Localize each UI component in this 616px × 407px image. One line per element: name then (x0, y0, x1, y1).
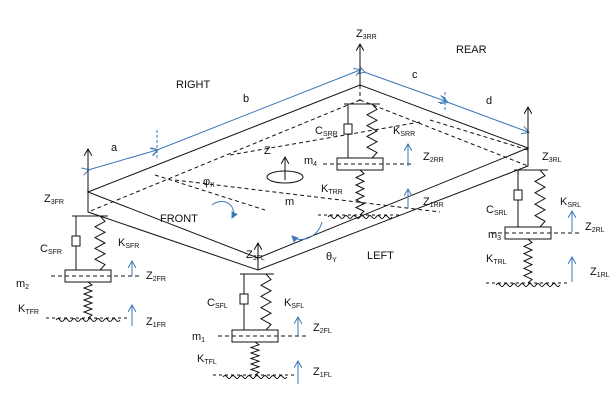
unit-front-left: m1 CSFL KSFL KTFL Z2FL Z1FL (192, 273, 332, 384)
roll-rotation-arrow (211, 201, 238, 219)
fl-z2-label: Z2FL (313, 322, 332, 335)
rr-tire-label: KTRR (321, 183, 343, 196)
rr-z2-label: Z2RR (423, 151, 444, 164)
dimension-c-line (364, 72, 445, 101)
rr-damper (343, 104, 353, 158)
fl-road-profile (222, 375, 288, 379)
rl-z1-label: Z1RL (590, 266, 610, 279)
label-a: a (111, 142, 118, 154)
fr-tire-spring (82, 281, 94, 319)
fl-z1-label: Z1FL (313, 366, 332, 379)
label-front: FRONT (160, 213, 198, 225)
fr-damper (71, 216, 81, 270)
fr-tire-label: KTFR (18, 303, 39, 316)
fl-tire-label: KTFL (197, 353, 217, 366)
label-c: c (412, 69, 418, 81)
dimension-b-line (157, 70, 360, 150)
chassis-top-face (86, 84, 530, 259)
label-roll-angle: φX (203, 176, 215, 189)
pitch-axis-line (229, 121, 421, 156)
rl-road-profile (495, 283, 561, 287)
rr-mass-label: m4 (304, 155, 317, 168)
rr-road-profile (327, 215, 393, 219)
label-heave: Z (264, 145, 271, 157)
label-right: RIGHT (176, 79, 211, 91)
label-left: LEFT (367, 250, 394, 262)
pitch-rotation-arrow (291, 221, 323, 243)
label-rear: REAR (456, 44, 487, 56)
rr-z1-label: Z1RR (423, 196, 444, 209)
fr-spring-label: KSFR (118, 237, 139, 250)
label-z3fr: Z3FR (44, 193, 64, 206)
fl-tire-spring (249, 341, 261, 376)
chassis-body (86, 84, 530, 271)
rl-spring-label: KSRL (560, 196, 581, 209)
label-z3fl: Z3FL (246, 249, 265, 262)
unit-front-right: m2 CSFR KSFR KTFR Z2FR Z1FR (16, 215, 166, 329)
fr-z1-label: Z1FR (146, 316, 166, 329)
fl-damper-label: CSFL (207, 297, 228, 310)
fr-suspension-spring (93, 215, 107, 271)
fr-road-profile (55, 318, 121, 322)
chassis-thickness (87, 148, 529, 271)
label-d: d (486, 95, 492, 107)
rr-spring-label: KSRR (393, 125, 415, 138)
label-z3rr: Z3RR (356, 28, 377, 41)
rl-z2-label: Z2RL (585, 221, 605, 234)
label-z3rl: Z3RL (542, 151, 562, 164)
cross-dashes-rear (429, 119, 529, 151)
unit-rear-right: m4 CSRR KSRR KTRR Z2RR Z1RR (304, 103, 444, 219)
label-pitch-angle: θY (326, 251, 337, 264)
rl-tire-label: KTRL (486, 253, 507, 266)
dimension-a-line (88, 150, 157, 170)
rl-mass-label: m3 (488, 229, 501, 242)
fr-damper-label: CSFR (40, 243, 62, 256)
rotation-indicators (211, 170, 323, 243)
heave-rotation-ellipse (266, 170, 304, 184)
rl-damper (513, 170, 523, 227)
fl-suspension-spring (259, 273, 273, 331)
chassis-hidden-edges (87, 85, 529, 213)
fr-z2-label: Z2FR (146, 270, 166, 283)
dimension-lines (88, 70, 528, 170)
cross-dashes-right (154, 174, 266, 211)
roll-axis-line (174, 179, 441, 213)
fr-mass-label: m2 (16, 278, 29, 291)
rr-suspension-spring (365, 103, 379, 159)
label-body-mass: m (285, 196, 294, 208)
rr-tire-spring (354, 169, 366, 216)
label-b: b (243, 93, 249, 105)
fl-spring-label: KSFL (284, 297, 304, 310)
rl-tire-spring (522, 238, 534, 284)
rl-suspension-spring (533, 169, 547, 228)
rl-damper-label: CSRL (486, 204, 508, 217)
rr-damper-label: CSRR (315, 125, 338, 138)
unit-rear-left: m3 CSRL KSRL KTRL Z2RL Z1RL (486, 169, 610, 287)
dimension-d-line (447, 102, 528, 132)
fl-mass-label: m1 (192, 331, 205, 344)
corner-arrows (88, 45, 528, 258)
fl-damper (239, 274, 249, 330)
